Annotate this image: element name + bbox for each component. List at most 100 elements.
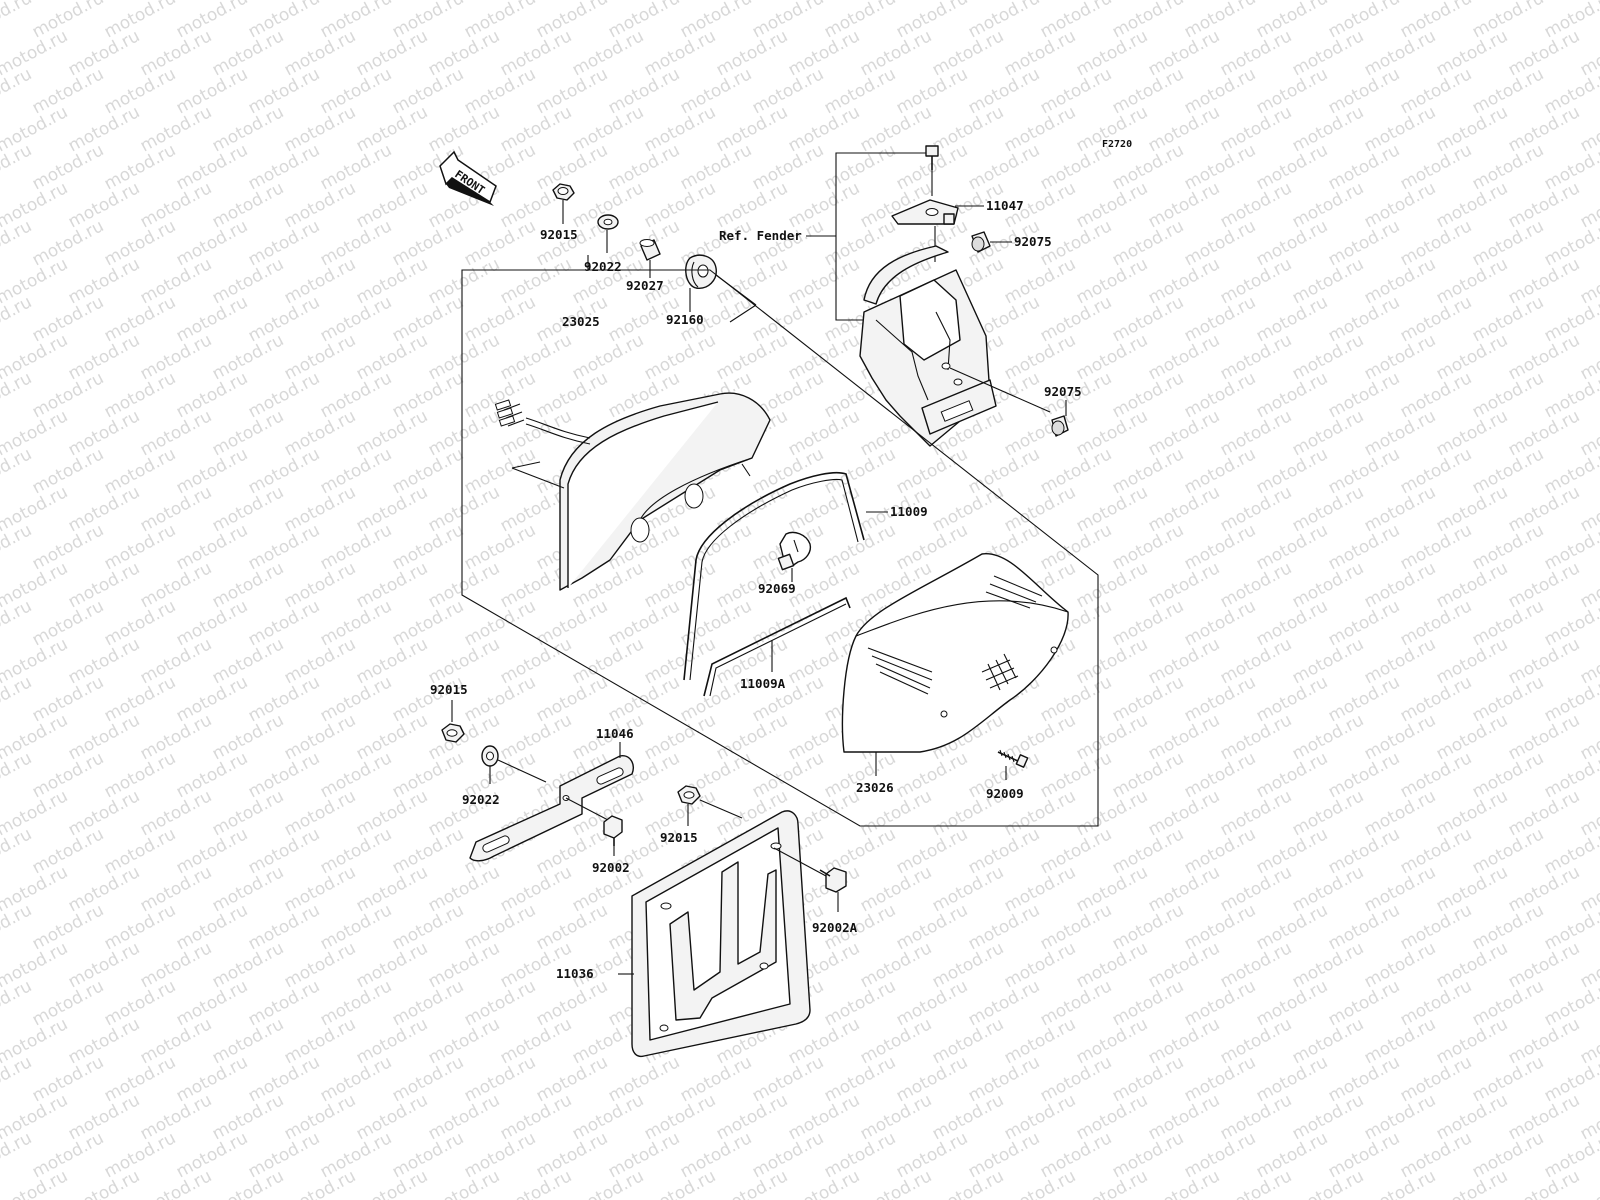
taillight-lens-23026-icon: [841, 553, 1069, 753]
label-92015-left: 92015: [430, 682, 468, 697]
watermark-text: motod.ru: [1109, 1052, 1187, 1106]
watermark-text: motod.ru: [1217, 482, 1295, 536]
watermark-text: motod.ru: [1469, 672, 1547, 726]
watermark-text: motod.ru: [101, 0, 179, 42]
watermark-text: motod.ru: [749, 292, 827, 346]
watermark-text: motod.ru: [605, 64, 683, 118]
watermark-text: motod.ru: [209, 786, 287, 840]
watermark-text: motod.ru: [29, 900, 107, 954]
watermark-text: motod.ru: [209, 482, 287, 536]
watermark-text: motod.ru: [317, 292, 395, 346]
watermark-text: motod.ru: [1361, 938, 1439, 992]
watermark-text: motod.ru: [461, 596, 539, 650]
watermark-text: motod.ru: [1433, 558, 1511, 612]
watermark-text: motod.ru: [389, 596, 467, 650]
watermark-text: motod.ru: [641, 178, 719, 232]
watermark-text: motod.ru: [713, 178, 791, 232]
nut-92015-left-icon: [441, 723, 465, 743]
watermark-text: motod.ru: [425, 26, 503, 80]
watermark-text: motod.ru: [461, 672, 539, 726]
watermark-text: motod.ru: [1505, 406, 1583, 460]
watermark-text: motod.ru: [173, 1052, 251, 1106]
watermark-text: motod.ru: [1253, 976, 1331, 1030]
watermark-text: motod.ru: [1361, 710, 1439, 764]
watermark-text: motod.ru: [1469, 444, 1547, 498]
watermark-text: motod.ru: [209, 102, 287, 156]
watermark-text: motod.ru: [605, 140, 683, 194]
watermark-text: motod.ru: [1181, 140, 1259, 194]
watermark-text: motod.ru: [1217, 102, 1295, 156]
watermark-text: motod.ru: [1433, 1014, 1511, 1068]
license-plate-bracket-11036-icon: [631, 810, 811, 1058]
watermark-text: motod.ru: [101, 292, 179, 346]
watermark-text: motod.ru: [317, 976, 395, 1030]
watermark-text: motod.ru: [1469, 368, 1547, 422]
watermark-text: motod.ru: [1289, 786, 1367, 840]
watermark-text: motod.ru: [1145, 330, 1223, 384]
watermark-text: motod.ru: [749, 216, 827, 270]
watermark-text: motod.ru: [1073, 1014, 1151, 1068]
watermark-text: motod.ru: [497, 102, 575, 156]
watermark-text: motod.ru: [425, 482, 503, 536]
watermark-text: motod.ru: [389, 748, 467, 802]
watermark-text: motod.ru: [1181, 1128, 1259, 1182]
watermark-text: motod.ru: [65, 710, 143, 764]
watermark-text: motod.ru: [173, 444, 251, 498]
watermark-text: motod.ru: [1361, 1090, 1439, 1144]
watermark-text: motod.ru: [173, 368, 251, 422]
watermark-text: motod.ru: [1361, 26, 1439, 80]
watermark-text: motod.ru: [461, 1128, 539, 1182]
watermark-text: motod.ru: [929, 938, 1007, 992]
watermark-text: motod.ru: [1001, 102, 1079, 156]
watermark-text: motod.ru: [965, 976, 1043, 1030]
taillight-body-icon: [494, 392, 771, 591]
label-92027: 92027: [626, 278, 664, 293]
watermark-text: motod.ru: [1289, 26, 1367, 80]
watermark-text: motod.ru: [389, 64, 467, 118]
watermark-text: motod.ru: [65, 254, 143, 308]
watermark-text: motod.ru: [137, 786, 215, 840]
watermark-text: motod.ru: [1073, 330, 1151, 384]
watermark-text: motod.ru: [65, 482, 143, 536]
watermark-text: motod.ru: [1145, 634, 1223, 688]
watermark-text: motod.ru: [29, 292, 107, 346]
watermark-text: motod.ru: [1001, 938, 1079, 992]
watermark-text: motod.ru: [1253, 748, 1331, 802]
watermark-text: motod.ru: [317, 64, 395, 118]
watermark-text: motod.ru: [281, 178, 359, 232]
gasket-11009a-icon: [703, 596, 851, 697]
watermark-text: motod.ru: [1037, 1128, 1115, 1182]
watermark-text: motod.ru: [101, 1052, 179, 1106]
watermark-text: motod.ru: [101, 1128, 179, 1182]
watermark-text: motod.ru: [1361, 862, 1439, 916]
watermark-text: motod.ru: [425, 406, 503, 460]
watermark-text: motod.ru: [1001, 482, 1079, 536]
watermark-text: motod.ru: [29, 596, 107, 650]
watermark-text: motod.ru: [1001, 1090, 1079, 1144]
watermark-text: motod.ru: [893, 900, 971, 954]
label-11009: 11009: [890, 504, 928, 519]
watermark-text: motod.ru: [1109, 672, 1187, 726]
watermark-text: motod.ru: [1577, 0, 1600, 4]
watermark-text: motod.ru: [1505, 634, 1583, 688]
label-11047: 11047: [986, 198, 1024, 213]
watermark-text: motod.ru: [209, 406, 287, 460]
watermark-text: motod.ru: [1217, 406, 1295, 460]
watermark-text: motod.ru: [965, 1052, 1043, 1106]
watermark-text: motod.ru: [1037, 64, 1115, 118]
watermark-text: motod.ru: [749, 0, 827, 42]
nut-92015-top-icon: [552, 183, 575, 201]
watermark-text: motod.ru: [1397, 900, 1475, 954]
label-92009: 92009: [986, 786, 1024, 801]
watermark-text: motod.ru: [749, 1052, 827, 1106]
watermark-text: motod.ru: [749, 444, 827, 498]
watermark-text: motod.ru: [281, 634, 359, 688]
watermark-text: motod.ru: [533, 672, 611, 726]
watermark-text: motod.ru: [1325, 1128, 1403, 1182]
watermark-text: motod.ru: [1397, 1052, 1475, 1106]
watermark-text: motod.ru: [461, 0, 539, 42]
watermark-text: motod.ru: [677, 140, 755, 194]
watermark-text: motod.ru: [1505, 178, 1583, 232]
watermark-text: motod.ru: [137, 102, 215, 156]
